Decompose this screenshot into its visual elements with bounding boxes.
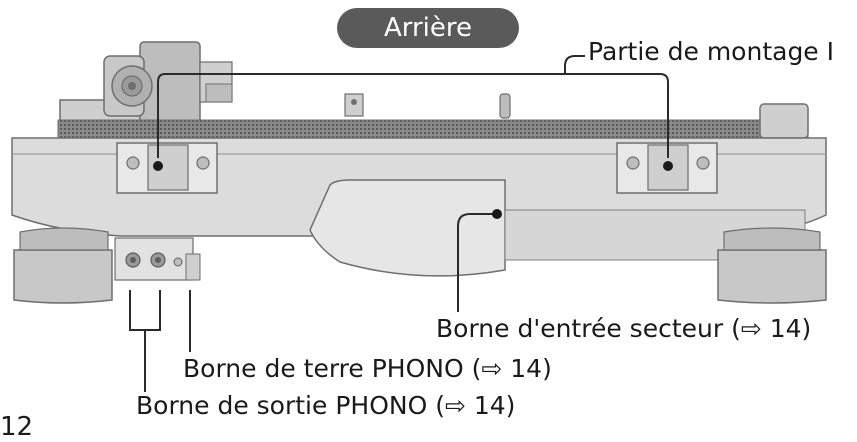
mount-bracket-left [117,143,217,193]
connector-panel [115,238,200,280]
leader-phono-output [130,290,160,392]
callout-phono-ground: Borne de terre PHONO (⇨ 14) [183,354,552,384]
callout-phono-output: Borne de sortie PHONO (⇨ 14) [136,391,515,421]
callout-ac-inlet: Borne d'entrée secteur (⇨ 14) [436,314,811,344]
page-number: 12 [0,412,33,442]
ground-screw [174,258,182,266]
callout-mount-part: Partie de montage I [588,37,834,67]
tonearm-assembly [60,42,232,128]
spindle [345,94,510,118]
section-label-badge: Arrière [337,8,519,48]
turntable-rear-diagram: Arrière Partie de montage I Borne d'entr… [0,0,857,425]
